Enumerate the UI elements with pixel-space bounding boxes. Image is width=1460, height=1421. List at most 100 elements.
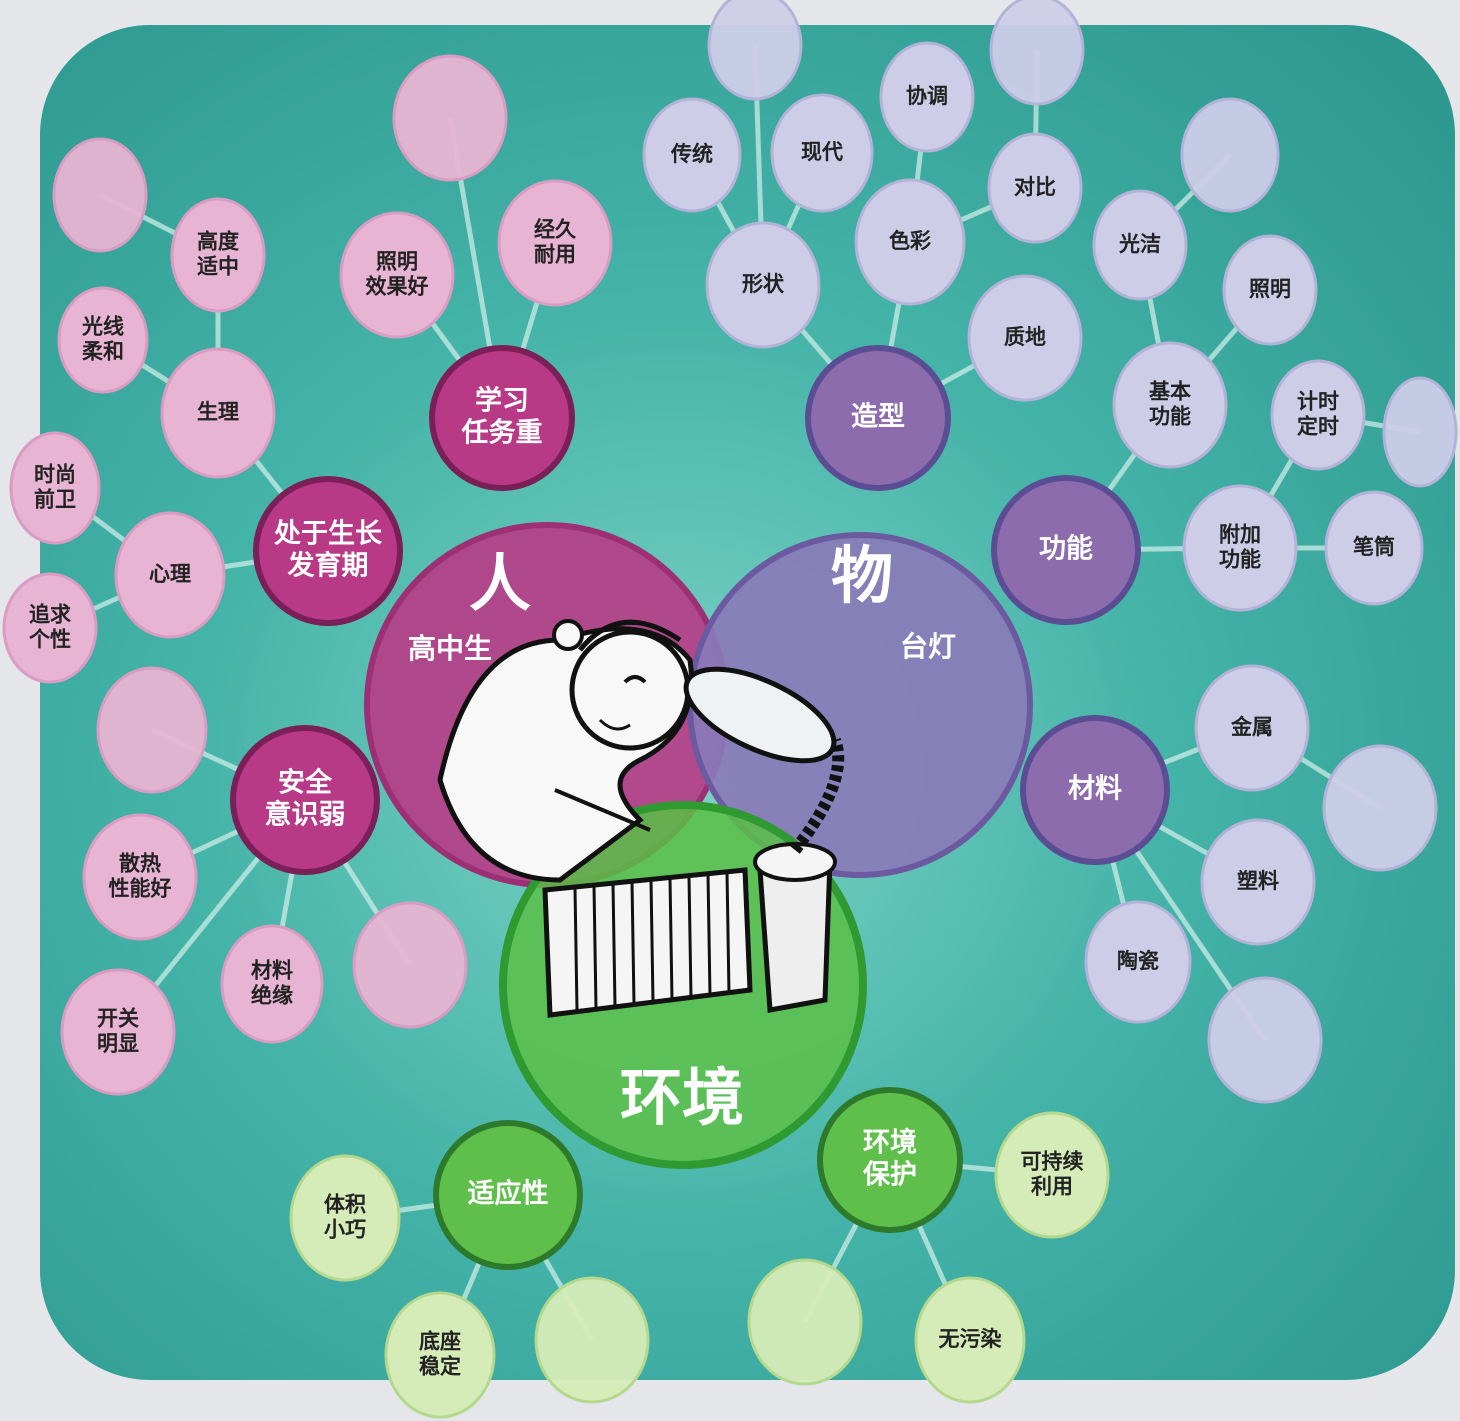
category-node-safety <box>230 725 380 875</box>
leaf-node-label: 金属 <box>1230 715 1273 739</box>
leaf-node-texture <box>967 274 1083 402</box>
leaf-node-label: 散热 <box>119 851 161 875</box>
leaf-node-label: 附加 <box>1219 522 1261 546</box>
student-eye <box>623 675 647 684</box>
empty-bubble <box>1180 97 1280 213</box>
student-with-lamp-illustration <box>437 619 845 1018</box>
leaf-node-lighting-good <box>339 211 455 339</box>
leaf-node-label: 基本 <box>1149 379 1191 403</box>
leaf-node-label: 高度 <box>197 229 239 253</box>
leaf-node-label: 可持续 <box>1021 1149 1084 1173</box>
leaf-node-label: 前卫 <box>34 488 76 512</box>
empty-bubble <box>1322 744 1438 872</box>
empty-bubble <box>352 901 468 1029</box>
leaf-node-label: 协调 <box>906 84 948 108</box>
lamp-head <box>683 666 837 764</box>
object-title: 物 <box>831 539 893 612</box>
leaf-node-insulation <box>220 924 324 1044</box>
leaf-node-label: 传统 <box>670 142 713 166</box>
category-node-label: 安全 <box>278 766 333 798</box>
empty-bubble <box>707 0 803 101</box>
book-spine <box>687 875 693 999</box>
student-head <box>569 629 691 751</box>
leaf-node-label: 现代 <box>801 140 843 164</box>
leaf-node-stable-base <box>384 1291 496 1419</box>
leaf-node-label: 照明 <box>376 249 418 273</box>
leaf-node-physiology <box>160 347 276 479</box>
leaf-node-label: 柔和 <box>82 340 124 364</box>
leaf-node-personality <box>2 572 98 684</box>
leaf-node-label: 形状 <box>742 272 785 296</box>
leaf-node-metal <box>1194 664 1310 792</box>
leaf-node-label: 生理 <box>197 400 239 424</box>
leaf-node-compact <box>289 1154 401 1282</box>
leaf-node-label: 适中 <box>197 255 239 279</box>
leaf-node-label: 效果好 <box>366 275 429 299</box>
empty-bubbles <box>52 0 1458 1404</box>
book-spine <box>573 887 579 1011</box>
book-spine <box>706 873 712 997</box>
leaf-node-label: 利用 <box>1031 1175 1073 1199</box>
leaf-node-label: 照明 <box>1249 277 1291 301</box>
leaf-node-label: 无污染 <box>939 1327 1002 1351</box>
leaf-node-label: 追求 <box>29 602 71 626</box>
category-node-label: 意识弱 <box>265 799 346 831</box>
leaf-node-label: 光线 <box>81 314 124 338</box>
category-node-material <box>1020 715 1170 865</box>
empty-bubble <box>747 1258 863 1386</box>
leaf-node-basic <box>1112 341 1228 469</box>
leaf-node-label: 质地 <box>1004 325 1046 349</box>
book-spine <box>725 871 731 995</box>
empty-bubble <box>392 54 508 182</box>
leaf-node-height <box>170 197 266 313</box>
book-spine <box>630 881 636 1005</box>
category-node-label: 环境 <box>863 1127 917 1158</box>
leaf-node-label: 陶瓷 <box>1117 949 1159 973</box>
category-node-label: 发育期 <box>287 550 369 582</box>
category-node-function <box>991 475 1141 625</box>
leaf-node-label: 性能好 <box>109 877 172 901</box>
category-node-label: 适应性 <box>468 1178 549 1210</box>
book-spine <box>611 883 617 1007</box>
category-node-growing <box>253 476 403 626</box>
pencil <box>554 788 651 832</box>
leaf-node-pen-holder <box>1324 490 1424 606</box>
leaf-node-fashion <box>9 431 101 545</box>
leaf-node-label: 绝缘 <box>251 984 293 1008</box>
leaf-node-color <box>854 178 966 306</box>
leaf-node-psychology <box>114 511 226 639</box>
leaf-node-label: 心理 <box>149 562 191 586</box>
leaf-node-traditional <box>642 97 742 213</box>
leaf-node-label: 底座 <box>419 1329 461 1353</box>
leaf-node-form <box>705 221 821 349</box>
leaf-node-sustainable <box>994 1111 1110 1239</box>
leaf-node-heat <box>82 813 198 941</box>
category-node-label: 处于生长 <box>273 518 383 549</box>
leaf-node-label: 定时 <box>1297 415 1339 439</box>
category-node-shape <box>805 345 951 491</box>
empty-bubble <box>989 0 1085 106</box>
leaf-node-no-pollution <box>914 1276 1026 1404</box>
leaf-node-extra <box>1182 484 1298 612</box>
leaf-node-label: 个性 <box>29 628 71 652</box>
category-node-protect <box>817 1087 963 1233</box>
leaf-node-soft-light <box>57 286 149 394</box>
leaf-node-label: 功能 <box>1149 405 1191 429</box>
leaf-node-harmony <box>879 41 975 153</box>
lamp-neck <box>790 737 845 854</box>
leaf-node-plastic <box>1200 818 1316 946</box>
book-spine <box>592 885 598 1009</box>
leaf-node-label: 稳定 <box>419 1355 461 1379</box>
leaf-node-illumination <box>1222 234 1318 346</box>
leaf-node-contrast <box>987 132 1083 244</box>
leaf-node-label: 功能 <box>1219 548 1261 572</box>
category-node-label: 保护 <box>862 1160 917 1191</box>
category-node-label: 造型 <box>851 402 905 433</box>
leaf-node-label: 经久 <box>534 217 576 241</box>
empty-bubble <box>52 137 148 253</box>
leaf-node-label: 塑料 <box>1237 869 1279 893</box>
leaf-node-label: 体积 <box>324 1192 366 1216</box>
empty-bubble <box>534 1276 650 1404</box>
